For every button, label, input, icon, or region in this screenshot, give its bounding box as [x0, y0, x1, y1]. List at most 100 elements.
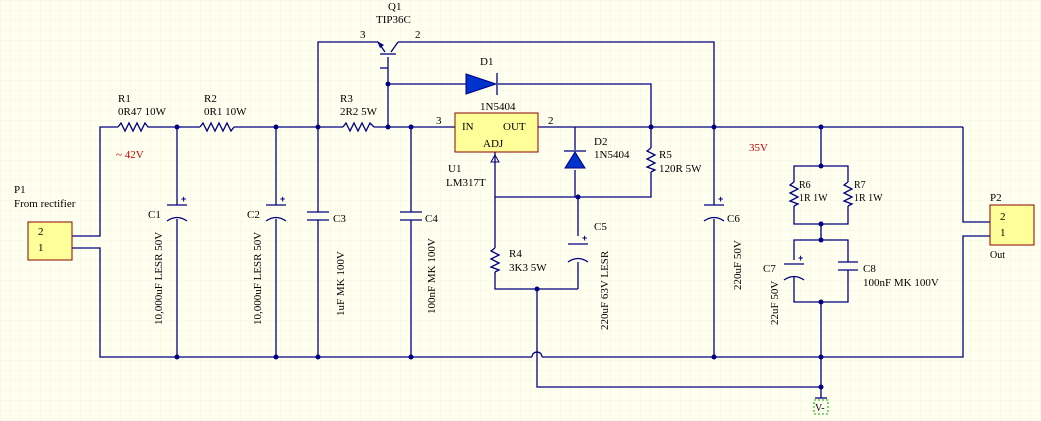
r3-ref: R3	[340, 93, 353, 105]
ground-label: V-	[815, 403, 825, 414]
capacitor-c1[interactable]: + C1 10,000uF LESR 50V	[148, 194, 188, 325]
resistor-r1[interactable]: R1 0R47 10W	[117, 93, 167, 133]
p1-pin2-label: 2	[38, 226, 44, 238]
diode-d1-triangle-icon	[465, 73, 498, 95]
junction-dot	[711, 354, 717, 360]
junction-dot	[818, 221, 824, 227]
q1-pin3-label: 3	[360, 29, 366, 41]
plus-icon: +	[718, 194, 723, 204]
d1-ref: D1	[480, 56, 493, 68]
junction-dot	[534, 286, 540, 292]
d1-value: 1N5404	[480, 101, 516, 113]
r5-value: 120R 5W	[659, 163, 702, 175]
r3-value: 2R2 5W	[340, 106, 378, 118]
r1-value: 0R47 10W	[118, 106, 167, 118]
capacitor-c6[interactable]: + C6 220uF 50V	[703, 194, 744, 290]
c3-value: 1uF MK 100V	[335, 251, 347, 316]
c7-value: 22uF 50V	[769, 281, 781, 325]
r2-value: 0R1 10W	[204, 106, 247, 118]
junction-dot	[818, 299, 824, 305]
resistor-r7[interactable]: R7 1R 1W	[842, 180, 883, 207]
c7-ref: C7	[763, 263, 776, 275]
resistor-r6[interactable]: R6 1R 1W	[788, 180, 828, 207]
plus-icon: +	[280, 194, 285, 204]
capacitor-c3[interactable]: C3 1uF MK 100V	[307, 211, 347, 316]
wire-r5-bottom[interactable]	[495, 172, 652, 198]
junction-dot	[818, 237, 824, 243]
diode-d2[interactable]: D2 1N5404	[564, 136, 630, 169]
p1-value: From rectifier	[14, 198, 76, 210]
u1-pin-adj: ADJ	[483, 138, 504, 150]
junction-dot	[174, 124, 180, 130]
wire-to-ground[interactable]	[536, 289, 821, 388]
c6-ref: C6	[727, 213, 740, 225]
c8-ref: C8	[863, 263, 876, 275]
p1-pin1-label: 1	[38, 242, 44, 254]
u1-pin-in: IN	[462, 121, 474, 133]
q1-pin2-label: 2	[415, 29, 421, 41]
emitter-arrow-icon	[377, 41, 384, 48]
junction-dot	[385, 124, 391, 130]
plus-icon: +	[582, 233, 587, 243]
wire-p1-top[interactable]	[72, 126, 118, 237]
q1-value: TIP36C	[376, 14, 411, 26]
resistor-r3[interactable]: R3 2R2 5W	[340, 93, 378, 133]
diode-d2-triangle-icon	[564, 151, 586, 169]
p2-value: Out	[990, 250, 1005, 261]
c1-value: 10,000uF LESR 50V	[153, 232, 165, 325]
r1-ref: R1	[118, 93, 131, 105]
junction-dot	[818, 124, 824, 130]
r2-ref: R2	[204, 93, 217, 105]
junctions	[174, 81, 824, 390]
capacitor-c4[interactable]: C4 100nF MK 100V	[400, 211, 438, 314]
junction-dot	[575, 194, 581, 200]
capacitor-c7[interactable]: + C7 22uF 50V	[763, 253, 805, 325]
wire-bottom-right[interactable]	[542, 235, 990, 358]
diode-d1[interactable]: D1 1N5404	[465, 56, 516, 113]
junction-dot	[648, 124, 654, 130]
u1-ref: U1	[448, 163, 461, 175]
junction-dot	[315, 354, 321, 360]
c5-value: 220uF 63V LESR	[599, 250, 611, 330]
resistor-r4[interactable]: R4 3K3 5W	[489, 247, 547, 274]
junction-dot	[408, 124, 414, 130]
junction-dot	[273, 124, 279, 130]
connector-p1[interactable]: 2 1 P1 From rectifier	[14, 184, 76, 261]
plus-icon: +	[798, 253, 803, 263]
annotation-output-voltage: 35V	[749, 142, 768, 154]
r7-ref: R7	[854, 180, 866, 191]
capacitor-c8[interactable]: C8 100nF MK 100V	[838, 261, 939, 289]
connector-p2[interactable]: 2 1 P2 Out	[989, 192, 1035, 261]
c6-value: 220uF 50V	[732, 240, 744, 290]
r4-ref: R4	[509, 248, 522, 260]
regulator-u1[interactable]: IN OUT ADJ 3 2 U1 LM317T	[436, 112, 554, 189]
p2-pin1-label: 1	[1000, 227, 1006, 239]
d2-value: 1N5404	[594, 149, 630, 161]
wire-r4-bottom[interactable]	[494, 272, 578, 290]
d2-ref: D2	[594, 136, 607, 148]
wire-q1-collector[interactable]	[398, 41, 715, 127]
q1-ref: Q1	[388, 1, 401, 13]
resistor-r5[interactable]: R5 120R 5W	[645, 147, 702, 175]
junction-dot	[273, 354, 279, 360]
capacitor-c2[interactable]: + C2 10,000uF LESR 50V	[247, 194, 287, 325]
junction-dot	[408, 354, 414, 360]
r7-value: 1R 1W	[854, 193, 883, 204]
u1-value: LM317T	[446, 177, 486, 189]
junction-dot	[818, 384, 824, 390]
resistor-r2[interactable]: R2 0R1 10W	[199, 93, 247, 133]
c3-ref: C3	[333, 213, 346, 225]
r4-value: 3K3 5W	[509, 262, 547, 274]
junction-dot	[818, 163, 824, 169]
junction-dot	[315, 124, 321, 130]
c1-ref: C1	[148, 209, 161, 221]
wire-q1-emitter[interactable]	[317, 41, 378, 127]
transistor-q1[interactable]: 3 2 Q1 TIP36C	[360, 1, 421, 69]
wire-d1-cathode[interactable]	[498, 83, 652, 127]
ground-port[interactable]: V-	[813, 397, 829, 415]
wire-p2-top[interactable]	[962, 127, 990, 223]
capacitor-c5[interactable]: + C5 220uF 63V LESR	[567, 221, 611, 330]
junction-dot	[174, 354, 180, 360]
p2-pin2-label: 2	[1000, 211, 1006, 223]
